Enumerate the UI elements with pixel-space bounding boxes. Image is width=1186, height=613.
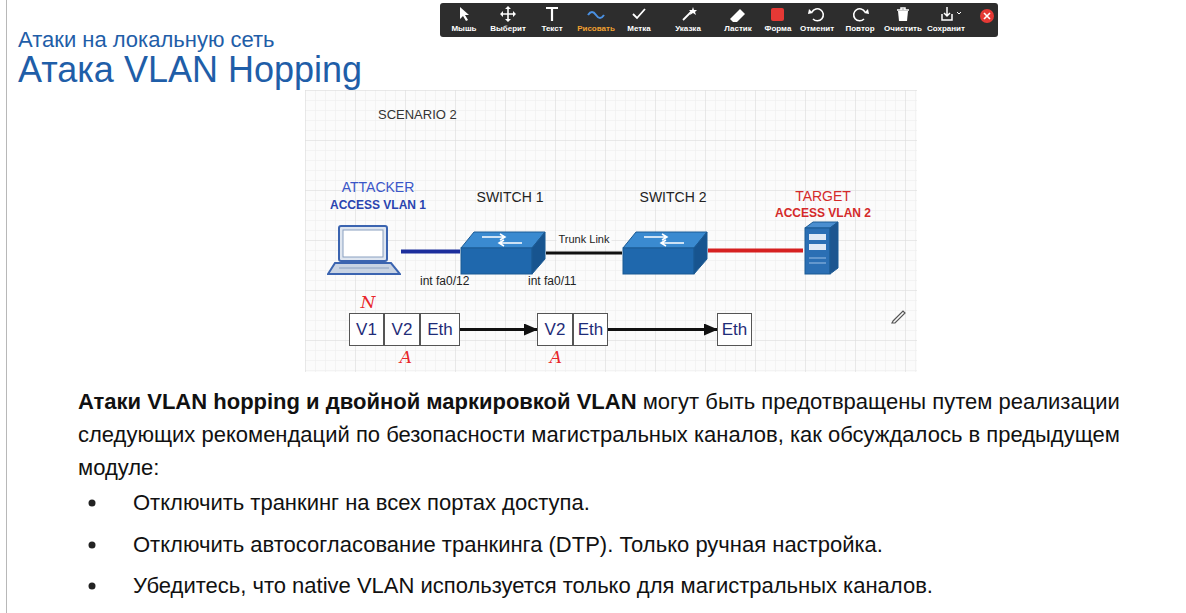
pencil-cursor <box>890 306 908 324</box>
handwritten-mark: N <box>361 292 376 313</box>
connector <box>460 328 537 331</box>
laptop-part <box>339 226 387 261</box>
connector <box>546 252 622 255</box>
device-heading: SWITCH 2 <box>640 188 707 206</box>
frame-field: Eth <box>717 313 752 346</box>
network-switch: SWITCH 2 <box>622 230 708 276</box>
field-text: Eth <box>578 320 604 340</box>
field-text: V2 <box>392 320 413 340</box>
connector-label: Trunk Link <box>557 233 612 246</box>
bullet-text: Убедитесь, что native VLAN используется … <box>133 572 933 600</box>
connector <box>608 328 717 331</box>
switch-part <box>461 232 545 248</box>
laptop-icon <box>327 224 401 276</box>
laptop-part <box>339 268 389 269</box>
server-part <box>809 263 826 264</box>
frame-field: V2 <box>384 313 420 346</box>
handwritten-mark: A <box>550 347 562 368</box>
frame-field: V2 <box>537 313 573 346</box>
device-heading: SWITCH 1 <box>477 188 544 206</box>
network-switch: SWITCH 1 <box>460 230 546 276</box>
slide-subtitle: Атаки на локальную сеть <box>18 26 275 54</box>
toolbar-label: Мышь <box>451 24 476 34</box>
field-text: Eth <box>722 320 748 340</box>
scenario-label: SCENARIO 2 <box>378 107 457 123</box>
server-icon <box>803 220 839 276</box>
field-text: V2 <box>545 320 566 340</box>
switch-icon <box>622 230 708 276</box>
slide-title: Атака VLAN Hopping <box>18 50 362 90</box>
server-part <box>809 258 826 259</box>
toolbar-label: Ластик <box>724 24 752 34</box>
server-part <box>830 222 838 274</box>
server-part <box>809 234 826 240</box>
device-heading: ACCESS VLAN 2 <box>775 206 871 221</box>
switch-part <box>461 248 532 274</box>
laptop-part <box>343 230 383 257</box>
device-heading: TARGET <box>795 187 851 205</box>
toolbar-label: Очистить <box>884 24 922 34</box>
device-heading: ATTACKER <box>342 178 415 196</box>
toolbar-label: Выберит <box>490 24 526 34</box>
toolbar-label: Повтор <box>845 24 874 34</box>
switch-part <box>623 248 694 274</box>
toolbar-label: Сохранит <box>927 24 965 34</box>
toolbar-label: Рисовать <box>577 24 615 34</box>
connector <box>401 250 460 254</box>
attacker-laptop: ATTACKERACCESS VLAN 1 <box>327 224 401 276</box>
toolbar-label: Указка <box>675 24 701 34</box>
switch-part <box>694 232 707 274</box>
frame-field: Eth <box>573 313 608 346</box>
bullet-marks <box>80 490 110 600</box>
laptop-part <box>328 263 400 274</box>
switch-part <box>482 234 522 246</box>
field-text: V1 <box>356 320 377 340</box>
switch-part <box>532 232 545 274</box>
server-part <box>809 244 826 250</box>
body-bold-text: Атаки VLAN hopping и двойной маркировкой… <box>78 389 637 414</box>
server-part <box>805 228 830 274</box>
frame-field: V1 <box>349 313 384 346</box>
toolbar-label: Метка <box>627 24 650 34</box>
bullet-text: Отключить транкинг на всех портах доступ… <box>133 489 590 517</box>
switch-part <box>623 232 707 248</box>
toolbar-label: Форма <box>765 24 792 34</box>
body-paragraph: Атаки VLAN hopping и двойной маркировкой… <box>78 385 1123 484</box>
device-heading: ACCESS VLAN 1 <box>330 198 426 213</box>
target-server: TARGETACCESS VLAN 2 <box>803 220 839 276</box>
switch-icon <box>460 230 546 276</box>
handwritten-mark: A <box>400 347 412 368</box>
toolbar-label: Текст <box>541 24 562 34</box>
field-text: Eth <box>427 320 453 340</box>
connector <box>708 249 803 253</box>
bullet-text: Отключить автосогласование транкинга (DT… <box>133 531 883 559</box>
toolbar-label: Отменит <box>800 24 834 34</box>
port-label: int fa0/12 <box>420 274 469 289</box>
port-label: int fa0/11 <box>528 274 576 289</box>
frame-field: Eth <box>420 313 460 346</box>
switch-part <box>644 234 684 246</box>
